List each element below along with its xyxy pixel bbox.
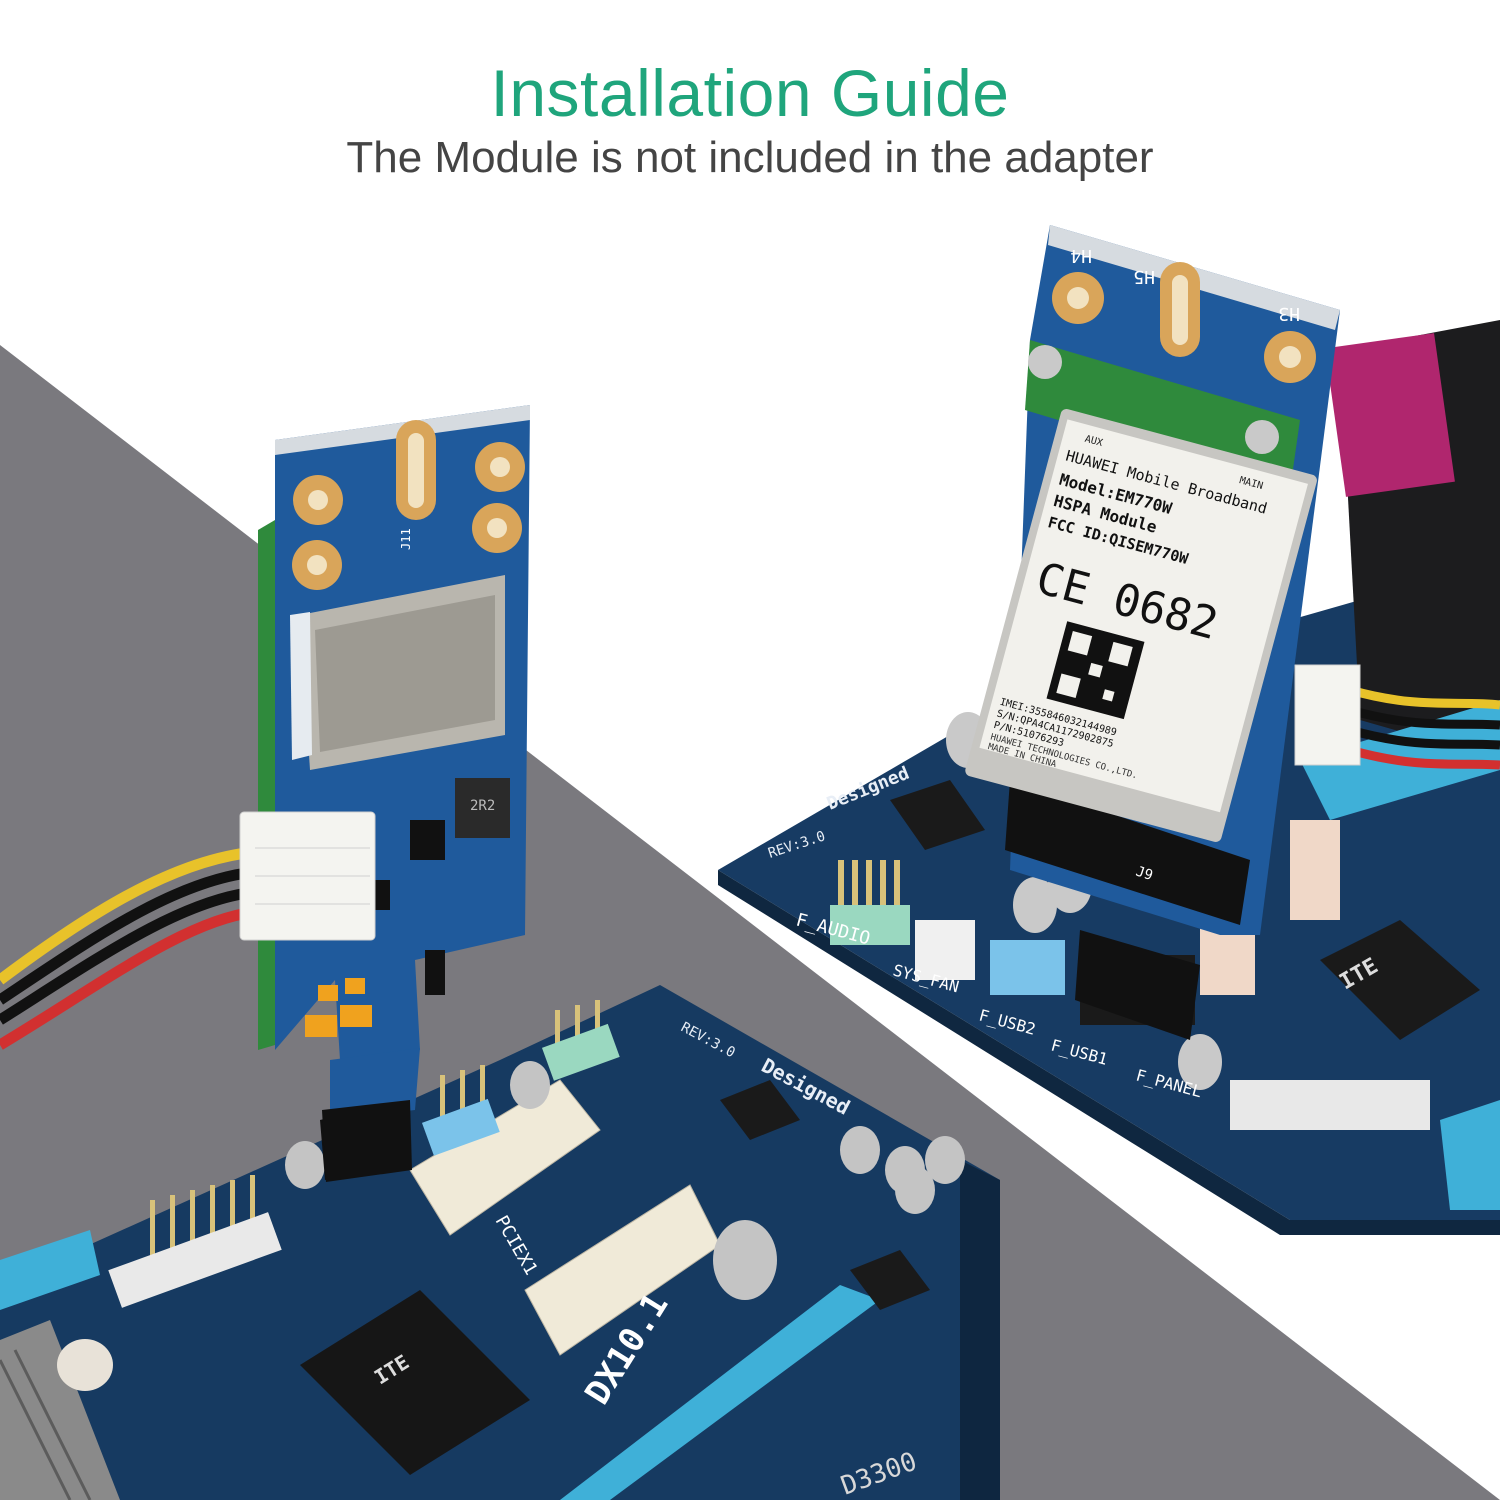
label-j11: J11 [399, 528, 413, 550]
left-adapter-board: J11 2R2 [239, 405, 530, 1182]
label-2r2: 2R2 [470, 798, 495, 814]
left-power-cable [0, 846, 256, 1050]
right-power-cable [1294, 664, 1500, 770]
modem-module: AUX MAIN HUAWEI Mobile Broadband Model:E… [965, 409, 1317, 842]
label-h3: H3 [1278, 303, 1300, 324]
label-j9: J9 [1134, 864, 1155, 884]
qr-code [1046, 621, 1145, 720]
label-h4: H4 [1070, 245, 1092, 266]
page-subtitle: The Module is not included in the adapte… [346, 133, 1154, 182]
page-title: Installation Guide [490, 56, 1010, 130]
left-motherboard: ITE [0, 985, 1000, 1502]
module-aux: AUX [1084, 434, 1104, 449]
label-h5: H5 [1133, 266, 1155, 287]
